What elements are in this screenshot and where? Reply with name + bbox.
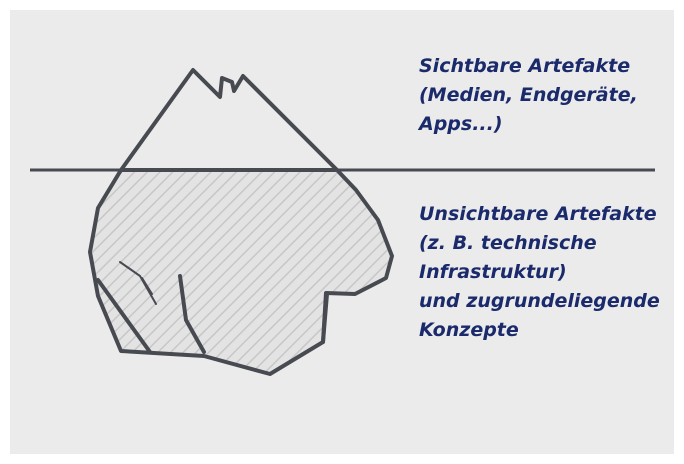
label-invisible-line-3: Infrastruktur) — [419, 261, 567, 283]
label-invisible-line-2: (z. B. technische — [419, 232, 597, 254]
label-invisible-line-5: Konzepte — [419, 319, 519, 341]
label-invisible-line-1: Unsichtbare Artefakte — [419, 203, 657, 225]
label-invisible-line-4: und zugrundeliegende — [419, 290, 660, 312]
label-visible-line-2: (Medien, Endgeräte, — [419, 84, 638, 106]
label-invisible-artifacts: Unsichtbare Artefakte (z. B. technische … — [419, 200, 660, 345]
label-visible-artifacts: Sichtbare Artefakte (Medien, Endgeräte, … — [419, 52, 638, 139]
iceberg-tip-outline — [119, 68, 339, 172]
iceberg-detail-lower — [96, 274, 329, 354]
label-visible-line-3: Apps...) — [419, 113, 503, 135]
iceberg-crack-lines — [119, 261, 157, 305]
label-visible-line-1: Sichtbare Artefakte — [419, 55, 631, 77]
